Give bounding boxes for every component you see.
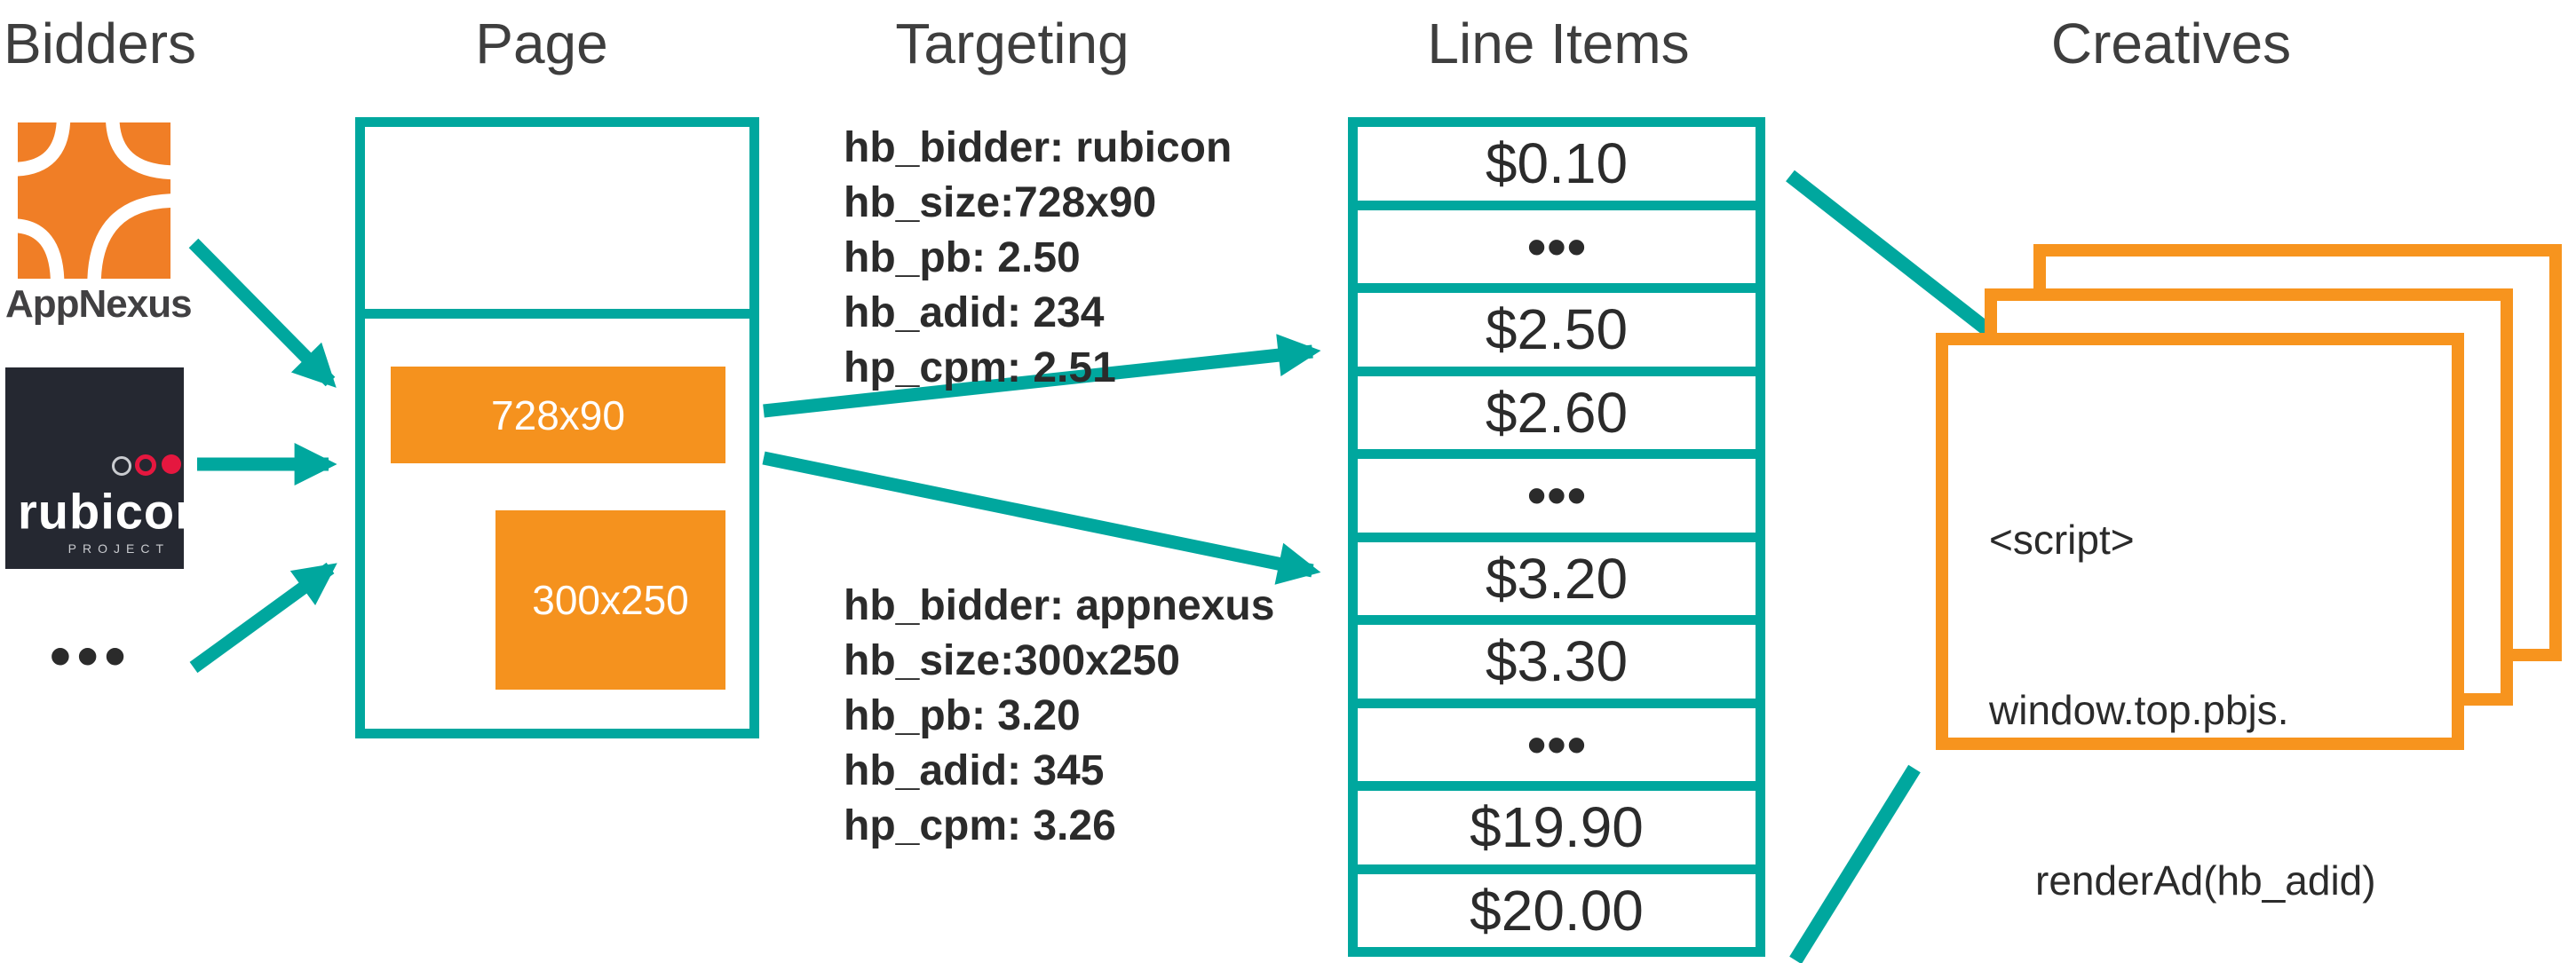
script-line: window.top.pbjs.	[1989, 687, 2289, 733]
creative-render-script: <script> window.top.pbjs. renderAd(hb_ad…	[1989, 398, 2376, 963]
registered-mark-icon: ®	[206, 497, 219, 515]
line-item-row: $3.20	[1358, 541, 1756, 625]
line-item-row: $0.10	[1358, 127, 1756, 210]
line-item-row: $2.50	[1358, 293, 1756, 376]
targeting-keyvalues-appnexus: hb_bidder: appnexus hb_size:300x250 hb_p…	[844, 579, 1274, 854]
targeting-line: hb_pb: 3.20	[844, 692, 1081, 739]
creative-card-front	[1936, 333, 2464, 750]
line-item-row: $19.90	[1358, 791, 1756, 874]
targeting-line: hp_cpm: 3.26	[844, 802, 1116, 849]
ad-slot-728x90: 728x90	[391, 367, 725, 463]
targeting-line: hb_bidder: rubicon	[844, 124, 1233, 171]
rubicon-dot-ring-icon	[135, 454, 156, 476]
script-line: renderAd(hb_adid)	[2035, 857, 2376, 904]
line-item-row: $3.30	[1358, 625, 1756, 708]
line-item-row-ellipsis: •••	[1358, 459, 1756, 542]
targeting-line: hb_adid: 234	[844, 289, 1105, 336]
rubicon-dot-outline-icon	[112, 456, 131, 476]
line-item-row-ellipsis: •••	[1358, 707, 1756, 791]
targeting-line: hb_size:728x90	[844, 179, 1157, 226]
targeting-line: hb_size:300x250	[844, 637, 1180, 684]
targeting-line: hb_bidder: appnexus	[844, 582, 1275, 629]
page-header-divider	[355, 309, 759, 319]
connector-lineitems-top-to-creatives	[1786, 170, 1993, 337]
targeting-line: hb_adid: 345	[844, 747, 1105, 794]
column-header-page: Page	[475, 12, 608, 75]
rubicon-project-logo: rubicon® PROJECT	[5, 367, 218, 569]
line-item-row: $20.00	[1358, 873, 1756, 947]
targeting-line: hp_cpm: 2.51	[844, 344, 1116, 391]
targeting-keyvalues-rubicon: hb_bidder: rubicon hb_size:728x90 hb_pb:…	[844, 121, 1232, 396]
rubicon-project-subtitle: PROJECT	[67, 541, 170, 556]
column-header-targeting: Targeting	[895, 12, 1129, 75]
arrow-appnexus-to-page	[188, 238, 337, 388]
rubicon-wordmark: rubicon®	[18, 483, 219, 540]
column-header-creatives: Creatives	[2050, 12, 2292, 75]
arrow-page-to-lineitem-320	[762, 451, 1321, 585]
connector-lineitems-bottom-to-creatives	[1789, 764, 1921, 963]
arrow-morebidders-to-page	[189, 562, 337, 674]
targeting-line: hb_pb: 2.50	[844, 234, 1081, 281]
ad-slot-300x250: 300x250	[495, 510, 725, 690]
appnexus-wordmark: AppNexus	[5, 282, 193, 326]
line-item-row: $2.60	[1358, 375, 1756, 459]
more-bidders-ellipsis: •••	[50, 622, 132, 690]
script-line: <script>	[1989, 517, 2135, 563]
line-items-price-ladder: $0.10 ••• $2.50 $2.60 ••• $3.20 $3.30 ••…	[1348, 117, 1765, 957]
rubicon-dot-solid-icon	[162, 454, 181, 474]
column-header-line-items: Line Items	[1427, 12, 1690, 75]
line-item-row-ellipsis: •••	[1358, 209, 1756, 293]
appnexus-logo-icon	[18, 122, 170, 279]
column-header-bidders: Bidders	[4, 12, 196, 75]
